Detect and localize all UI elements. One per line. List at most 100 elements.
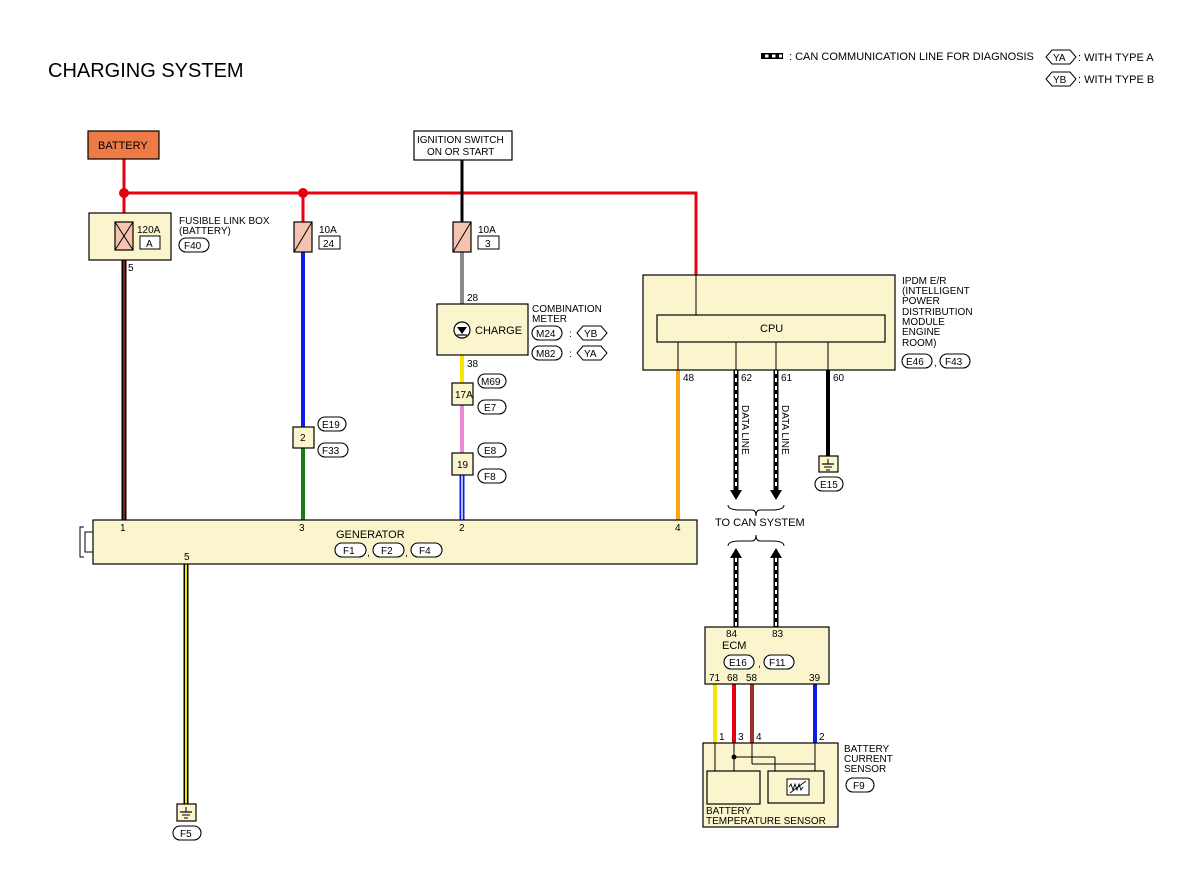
- ground-f5: F5: [172, 803, 202, 841]
- generator-pin-4: 4: [675, 523, 681, 534]
- can-data-lines: TO CAN SYSTEM DATA LINE DATA LINE: [715, 370, 805, 627]
- ipdm-pin-61: 61: [781, 373, 793, 384]
- type-b-tag-label: YB: [1053, 75, 1067, 86]
- generator-pin-3: 3: [299, 523, 305, 534]
- fuse-3-amp: 10A: [478, 225, 496, 236]
- ipdm-name-5: ENGINE: [902, 327, 941, 338]
- ipdm-pin-60: 60: [833, 373, 845, 384]
- bcs-conn-f9: F9: [853, 781, 865, 792]
- fusible-link-name-1: FUSIBLE LINK BOX: [179, 216, 270, 227]
- ecm-pin-58: 58: [746, 673, 758, 684]
- meter-tag-ya-label: YA: [584, 349, 597, 360]
- ipdm-name-2: POWER: [902, 296, 940, 307]
- joint-2: 2 E19 F33: [292, 416, 349, 458]
- ipdm-name-4: MODULE: [902, 317, 945, 328]
- ecm-pin-39: 39: [809, 673, 821, 684]
- joint-17a-conn-e7: E7: [484, 403, 497, 414]
- joint-19-conn-f8: F8: [484, 472, 496, 483]
- bcs-pin-2: 2: [819, 732, 825, 743]
- legend: : CAN COMMUNICATION LINE FOR DIAGNOSIS Y…: [761, 49, 1154, 87]
- bcs-temp-label-1: BATTERY: [706, 806, 752, 817]
- can-line-legend-symbol: [761, 53, 783, 59]
- meter-tag-yb-label: YB: [584, 329, 598, 340]
- type-b-text: : WITH TYPE B: [1078, 74, 1154, 86]
- meter-name-2: METER: [532, 314, 567, 325]
- ipdm-name-1: (INTELLIGENT: [902, 286, 970, 297]
- meter-conn-sep-1: :: [569, 329, 572, 340]
- meter-conn-sep-2: :: [569, 349, 572, 360]
- type-a-tag: [1045, 49, 1077, 65]
- generator-pin-2: 2: [459, 523, 465, 534]
- bcs-name-3: SENSOR: [844, 764, 886, 775]
- charge-lamp-label: CHARGE: [475, 325, 522, 337]
- meter-name-1: COMBINATION: [532, 304, 602, 315]
- ipdm-er: CPU 48 62 61 60 IPDM E/R (INTELLIGENT PO…: [642, 274, 973, 384]
- ipdm-name-6: ROOM): [902, 338, 936, 349]
- battery-current-sensor: 1 3 4 2 BATTERY TEMPERATURE SENSOR BATTE…: [702, 732, 893, 828]
- data-line-label-2: DATA LINE: [779, 405, 790, 455]
- meter-tag-yb: [576, 325, 608, 341]
- junction-dot-2: [298, 188, 308, 198]
- meter-pin-38: 38: [467, 359, 479, 370]
- ignition-switch: IGNITION SWITCH ON OR START: [413, 130, 513, 161]
- data-line-label-1: DATA LINE: [739, 405, 750, 455]
- ground-f5-label: F5: [180, 829, 192, 840]
- generator-conn-f2: F2: [381, 546, 393, 557]
- generator-conn-comma-2: ,: [405, 548, 408, 559]
- ground-e15: E15: [814, 455, 844, 492]
- ignition-label-2: ON OR START: [427, 147, 494, 158]
- ecm-conn-e16: E16: [729, 658, 747, 669]
- joint-2-conn-e19: E19: [322, 420, 340, 431]
- fuse-10a-24: 10A 24: [293, 221, 341, 253]
- meter-pin-28: 28: [467, 293, 479, 304]
- bcs-name-1: BATTERY: [844, 744, 890, 755]
- generator-pin-5: 5: [184, 552, 190, 563]
- fuse-24-num: 24: [323, 239, 335, 250]
- diagram-title: CHARGING SYSTEM: [48, 60, 244, 82]
- joint-2-label: 2: [300, 433, 306, 444]
- fuse-3-num: 3: [485, 239, 491, 250]
- wires: [119, 159, 830, 804]
- fusible-link-amp: 120A: [137, 225, 161, 236]
- generator-conn-comma-1: ,: [367, 548, 370, 559]
- fusible-link-box: 120A A 5 FUSIBLE LINK BOX (BATTERY) F40: [88, 212, 270, 274]
- ignition-label-1: IGNITION SWITCH: [417, 135, 504, 146]
- joint-17a: 17A M69 E7: [451, 373, 507, 415]
- ecm-pin-71: 71: [709, 673, 721, 684]
- generator-name: GENERATOR: [336, 529, 405, 541]
- joint-17a-label: 17A: [455, 390, 473, 401]
- ipdm-name-0: IPDM E/R: [902, 276, 946, 287]
- can-brace-bottom: [727, 534, 785, 547]
- joint-19-label: 19: [457, 460, 469, 471]
- ipdm-conn-f43: F43: [945, 357, 963, 368]
- meter-tag-ya: [576, 345, 608, 361]
- ecm-pin-84: 84: [726, 629, 738, 640]
- ground-e15-label: E15: [820, 480, 838, 491]
- temperature-sensor-box: [706, 770, 761, 805]
- generator-conn-f4: F4: [419, 546, 431, 557]
- joint-2-conn-f33: F33: [322, 446, 340, 457]
- bcs-pin-1: 1: [719, 732, 725, 743]
- bcs-name-2: CURRENT: [844, 754, 893, 765]
- fuse-24-amp: 10A: [319, 225, 337, 236]
- ipdm-pin-62: 62: [741, 373, 753, 384]
- bcs-pin-4: 4: [756, 732, 762, 743]
- ipdm-conn-e46: E46: [906, 357, 924, 368]
- junction-dot-1: [119, 188, 129, 198]
- bcs-temp-label-2: TEMPERATURE SENSOR: [706, 816, 826, 827]
- ipdm-pin-48: 48: [683, 373, 695, 384]
- ipdm-conn-comma: ,: [934, 358, 937, 369]
- fusible-link-pin: 5: [128, 263, 134, 274]
- type-b-tag: [1045, 71, 1077, 87]
- ipdm-name-3: DISTRIBUTION: [902, 307, 973, 318]
- joint-19: 19 E8 F8: [451, 442, 507, 484]
- wire-battery-bus: [122, 159, 698, 275]
- bcs-pin-3: 3: [738, 732, 744, 743]
- can-brace-top: [727, 504, 785, 517]
- ecm-pin-68: 68: [727, 673, 739, 684]
- can-system-label: TO CAN SYSTEM: [715, 517, 805, 529]
- ipdm-cpu-label: CPU: [760, 323, 783, 335]
- fusible-link-name-2: (BATTERY): [179, 226, 231, 237]
- fusible-link-id: A: [146, 239, 153, 250]
- joint-17a-conn-m69: M69: [481, 377, 501, 388]
